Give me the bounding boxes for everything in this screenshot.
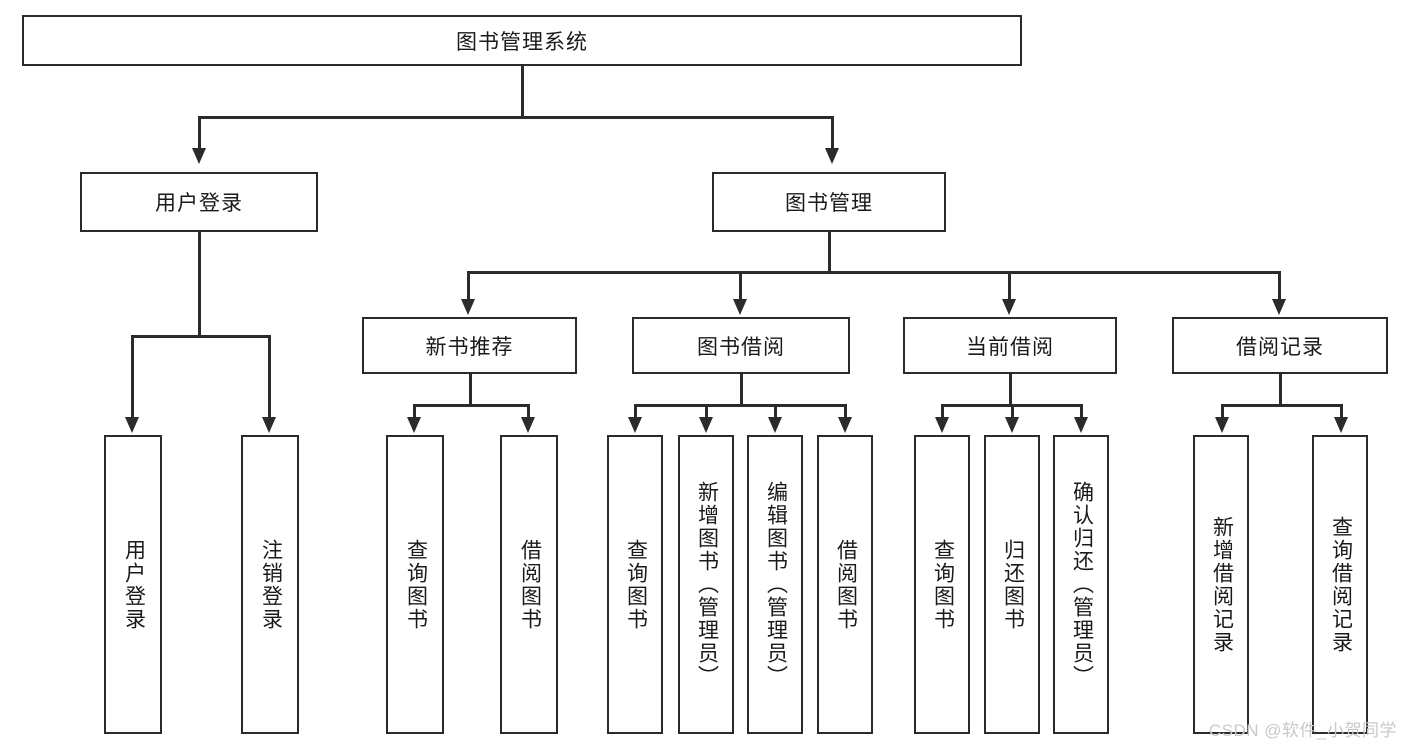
connector-user-login-drop-2 [268, 335, 271, 419]
leaf-query-book-3-label: 查询图书 [931, 538, 955, 631]
leaf-user-login[interactable]: 用户登录 [104, 435, 162, 734]
node-borrow-record[interactable]: 借阅记录 [1172, 317, 1388, 374]
arrowhead-leaf-query-book-2 [628, 417, 642, 433]
leaf-query-record-label: 查询借阅记录 [1329, 515, 1353, 654]
arrowhead-current-borrow [1002, 299, 1016, 315]
connector-to-borrow-record [1278, 271, 1281, 301]
arrowhead-leaf-add-record [1215, 417, 1229, 433]
connector-to-current-borrow [1008, 271, 1011, 301]
arrowhead-user-login [192, 148, 206, 164]
node-book-manage[interactable]: 图书管理 [712, 172, 946, 232]
arrowhead-book-manage [825, 148, 839, 164]
connector-to-user-login [198, 116, 201, 150]
leaf-query-book-3[interactable]: 查询图书 [914, 435, 970, 734]
arrowhead-leaf-user-login [125, 417, 139, 433]
node-book-borrow[interactable]: 图书借阅 [632, 317, 850, 374]
node-user-login[interactable]: 用户登录 [80, 172, 318, 232]
leaf-return-book-label: 归还图书 [1001, 538, 1025, 631]
leaf-user-login-label: 用户登录 [122, 538, 146, 631]
node-borrow-record-label: 借阅记录 [1236, 335, 1324, 359]
leaf-return-book[interactable]: 归还图书 [984, 435, 1040, 734]
arrowhead-borrow-record [1272, 299, 1286, 315]
node-new-book-rec-label: 新书推荐 [425, 335, 514, 359]
connector-br-drop-2 [1340, 404, 1343, 419]
node-current-borrow-label: 当前借阅 [966, 335, 1054, 359]
arrowhead-leaf-query-record [1334, 417, 1348, 433]
leaf-add-record-label: 新增借阅记录 [1210, 515, 1234, 654]
connector-book-borrow-stem [740, 374, 743, 405]
arrowhead-book-borrow [733, 299, 747, 315]
connector-new-book-rec-stem [469, 374, 472, 405]
leaf-confirm-return-label: 确认归还（管理员） [1070, 481, 1094, 688]
arrowhead-leaf-borrow-book-1 [521, 417, 535, 433]
connector-cb-drop-2 [1011, 404, 1014, 419]
connector-to-new-book-rec [467, 271, 470, 301]
connector-root-stem [521, 66, 524, 116]
connector-cb-drop-1 [941, 404, 944, 419]
leaf-logout[interactable]: 注销登录 [241, 435, 299, 734]
arrowhead-leaf-edit-book [768, 417, 782, 433]
node-user-login-label: 用户登录 [155, 192, 243, 215]
arrowhead-leaf-borrow-book-2 [838, 417, 852, 433]
connector-current-borrow-stem [1009, 374, 1012, 405]
connector-level3-bus [467, 271, 1280, 274]
connector-nbr-drop-1 [413, 404, 416, 419]
leaf-borrow-book-2-label: 借阅图书 [834, 538, 858, 631]
connector-new-book-rec-bus [413, 404, 527, 407]
connector-book-manage-stem [828, 232, 831, 272]
arrowhead-new-book-rec [461, 299, 475, 315]
leaf-query-record[interactable]: 查询借阅记录 [1312, 435, 1368, 734]
leaf-query-book-1-label: 查询图书 [404, 538, 428, 631]
connector-br-drop-1 [1221, 404, 1224, 419]
leaf-logout-label: 注销登录 [259, 538, 283, 631]
leaf-query-book-2-label: 查询图书 [624, 538, 648, 631]
leaf-edit-book-label: 编辑图书（管理员） [764, 481, 788, 688]
leaf-query-book-1[interactable]: 查询图书 [386, 435, 444, 734]
connector-bb-drop-1 [634, 404, 637, 419]
node-book-manage-label: 图书管理 [785, 192, 873, 215]
leaf-add-book-label: 新增图书（管理员） [695, 481, 719, 688]
arrowhead-leaf-logout [262, 417, 276, 433]
connector-to-book-manage [831, 116, 834, 150]
connector-book-borrow-bus [634, 404, 846, 407]
arrowhead-leaf-query-book-3 [935, 417, 949, 433]
leaf-edit-book[interactable]: 编辑图书（管理员） [747, 435, 803, 734]
leaf-add-book[interactable]: 新增图书（管理员） [678, 435, 734, 734]
connector-level2-bus [198, 116, 834, 119]
arrowhead-leaf-query-book-1 [407, 417, 421, 433]
connector-bb-drop-2 [705, 404, 708, 419]
leaf-confirm-return[interactable]: 确认归还（管理员） [1053, 435, 1109, 734]
connector-to-book-borrow [739, 271, 742, 301]
connector-cb-drop-3 [1080, 404, 1083, 419]
leaf-borrow-book-2[interactable]: 借阅图书 [817, 435, 873, 734]
leaf-borrow-book-1[interactable]: 借阅图书 [500, 435, 558, 734]
connector-user-login-stem [198, 232, 201, 335]
leaf-query-book-2[interactable]: 查询图书 [607, 435, 663, 734]
connector-user-login-drop-1 [131, 335, 134, 419]
connector-borrow-record-stem [1279, 374, 1282, 405]
connector-user-login-bus [131, 335, 268, 338]
connector-borrow-record-bus [1221, 404, 1340, 407]
connector-bb-drop-4 [844, 404, 847, 419]
connector-bb-drop-3 [774, 404, 777, 419]
connector-nbr-drop-2 [527, 404, 530, 419]
arrowhead-leaf-add-book [699, 417, 713, 433]
leaf-add-record[interactable]: 新增借阅记录 [1193, 435, 1249, 734]
node-book-borrow-label: 图书借阅 [697, 335, 785, 359]
arrowhead-leaf-confirm-return [1074, 417, 1088, 433]
node-root[interactable]: 图书管理系统 [22, 15, 1022, 66]
node-current-borrow[interactable]: 当前借阅 [903, 317, 1117, 374]
leaf-borrow-book-1-label: 借阅图书 [518, 538, 542, 631]
arrowhead-leaf-return-book [1005, 417, 1019, 433]
node-root-label: 图书管理系统 [456, 30, 588, 54]
node-new-book-rec[interactable]: 新书推荐 [362, 317, 577, 374]
